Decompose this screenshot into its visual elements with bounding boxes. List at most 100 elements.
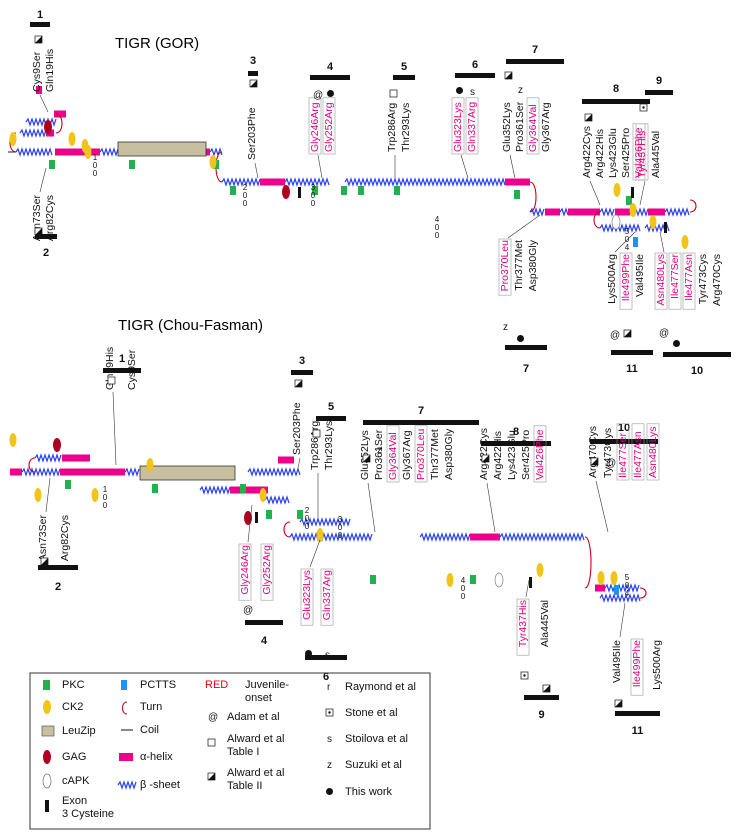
- scale-tick: 100: [93, 153, 98, 178]
- mutation-label: Cys9Ser: [126, 349, 138, 390]
- source-marker-half-fill: [35, 36, 42, 43]
- beta-sheet-segment: [419, 532, 471, 542]
- legend-juvenile-label: Juvenile-: [245, 679, 289, 691]
- beta-sheet-segment: [25, 117, 57, 127]
- gag-site: [53, 438, 61, 452]
- mutation-label: Gly367Arg: [401, 430, 413, 480]
- beta-sheet-segment: [299, 517, 351, 527]
- pkc-site: [394, 186, 400, 195]
- turn-arc: [283, 521, 291, 538]
- mutation-label: Ile499Phe: [620, 254, 632, 301]
- pkc-site: [297, 510, 303, 519]
- scale-tick-digit: 0: [338, 523, 343, 532]
- mutation-label: Ile477Ser: [617, 433, 629, 478]
- mutation-label-frame: [654, 252, 668, 310]
- mutation-label: Arg470Cys: [711, 254, 723, 306]
- group-bar: [524, 695, 559, 700]
- beta-sheet-segment: [99, 147, 119, 157]
- ck2-site: [610, 571, 618, 585]
- mutation-label: Asn73Ser: [37, 515, 49, 562]
- mutation-label: Glu323Lys: [452, 102, 464, 152]
- scale-tick-digit: 0: [103, 501, 108, 510]
- beta-sheet-segment: [559, 207, 569, 217]
- mutation-label: Val495Ile: [611, 640, 623, 683]
- mutation-label: Lys500Arg: [606, 254, 618, 304]
- ck2-site: [613, 183, 621, 197]
- scale-tick-digit: 0: [461, 592, 466, 601]
- mutation-label-frame: [630, 638, 644, 696]
- legend-item-green-rect-icon: PKC: [43, 679, 85, 691]
- legend-red-label: RED: [205, 679, 228, 691]
- source-marker-letter: @: [208, 712, 218, 723]
- group-number: 8: [513, 426, 519, 438]
- group-number: 7: [418, 405, 424, 417]
- pkc-site: [266, 510, 272, 519]
- alpha-helix-segment: [568, 208, 600, 216]
- source-marker-letter: z: [327, 760, 332, 771]
- group-bar: [245, 620, 283, 625]
- scale-tick-digit: 3: [338, 515, 343, 524]
- legend-item-red-oval-icon: GAG: [43, 750, 86, 764]
- beta-sheet-segment: [599, 593, 641, 603]
- beta-sheet-segment: [599, 223, 641, 233]
- source-marker-letter: z: [377, 445, 382, 456]
- source-marker-letter: @: [610, 330, 620, 341]
- mutation-label: Arg82Cys: [59, 515, 71, 561]
- source-marker-letter: z: [503, 322, 508, 333]
- source-marker-letter: @: [313, 90, 323, 101]
- mutation-label-frame: [386, 425, 400, 483]
- scale-tick: 400: [461, 576, 466, 601]
- turn-icon: [121, 701, 128, 715]
- group-number: 7: [523, 363, 529, 375]
- legend-item-magenta-rect-icon: α-helix: [119, 751, 173, 763]
- legend-label: CK2: [62, 701, 83, 713]
- source-marker-filled-circle: [327, 90, 334, 97]
- gag-icon: [43, 750, 51, 764]
- leader-line: [297, 457, 301, 469]
- alpha-helix-segment: [60, 468, 90, 476]
- source-marker-letter: @: [659, 328, 669, 339]
- source-marker-half-fill: [482, 455, 489, 462]
- scale-tick: 200: [305, 506, 310, 531]
- mutation-label-frame: [320, 568, 334, 626]
- scale-tick-digit: 0: [311, 191, 316, 200]
- ck2-site: [536, 563, 544, 577]
- ck2-site: [91, 488, 99, 502]
- mutation-label: Gly246Arg: [309, 102, 321, 152]
- ck2-site: [9, 433, 17, 447]
- group-bar: [363, 420, 479, 425]
- group-bar: [506, 59, 564, 64]
- mutation-label: Arg422His: [594, 129, 606, 178]
- scale-tick-digit: 0: [305, 522, 310, 531]
- legend-label: Alward et al: [227, 767, 284, 779]
- leader-line: [309, 539, 321, 568]
- mutation-label-frame: [451, 97, 465, 155]
- leader-line: [45, 477, 51, 513]
- legend-item-at-sign: @Adam et al: [208, 711, 280, 723]
- mutation-label-frame: [533, 425, 547, 483]
- alpha-helix-segment: [54, 110, 66, 118]
- alpha-helix-segment: [10, 468, 22, 476]
- scale-tick-digit: 4: [461, 576, 466, 585]
- mutation-label-frame: [308, 97, 322, 155]
- source-marker-filled-circle: [673, 340, 680, 347]
- group-number: 4: [327, 61, 334, 73]
- source-marker-half-fill: [624, 330, 631, 337]
- legend-label: Alward et al: [227, 733, 284, 745]
- ck2-site: [597, 571, 605, 585]
- mutation-label: Val495Ile: [634, 254, 646, 297]
- mutation-label-frame: [414, 425, 428, 483]
- alpha-helix-segment: [595, 584, 605, 592]
- exon3-cysteine-mark: [298, 187, 301, 198]
- legend-label: Raymond et al: [345, 681, 416, 693]
- ck2-site: [681, 235, 689, 249]
- leader-line: [659, 231, 665, 253]
- beta-sheet-segment: [529, 207, 545, 217]
- mutation-label: Asn480Lys: [647, 426, 659, 478]
- mutation-label: Ile477Asn: [683, 254, 695, 301]
- source-marker-letter: s: [327, 734, 332, 745]
